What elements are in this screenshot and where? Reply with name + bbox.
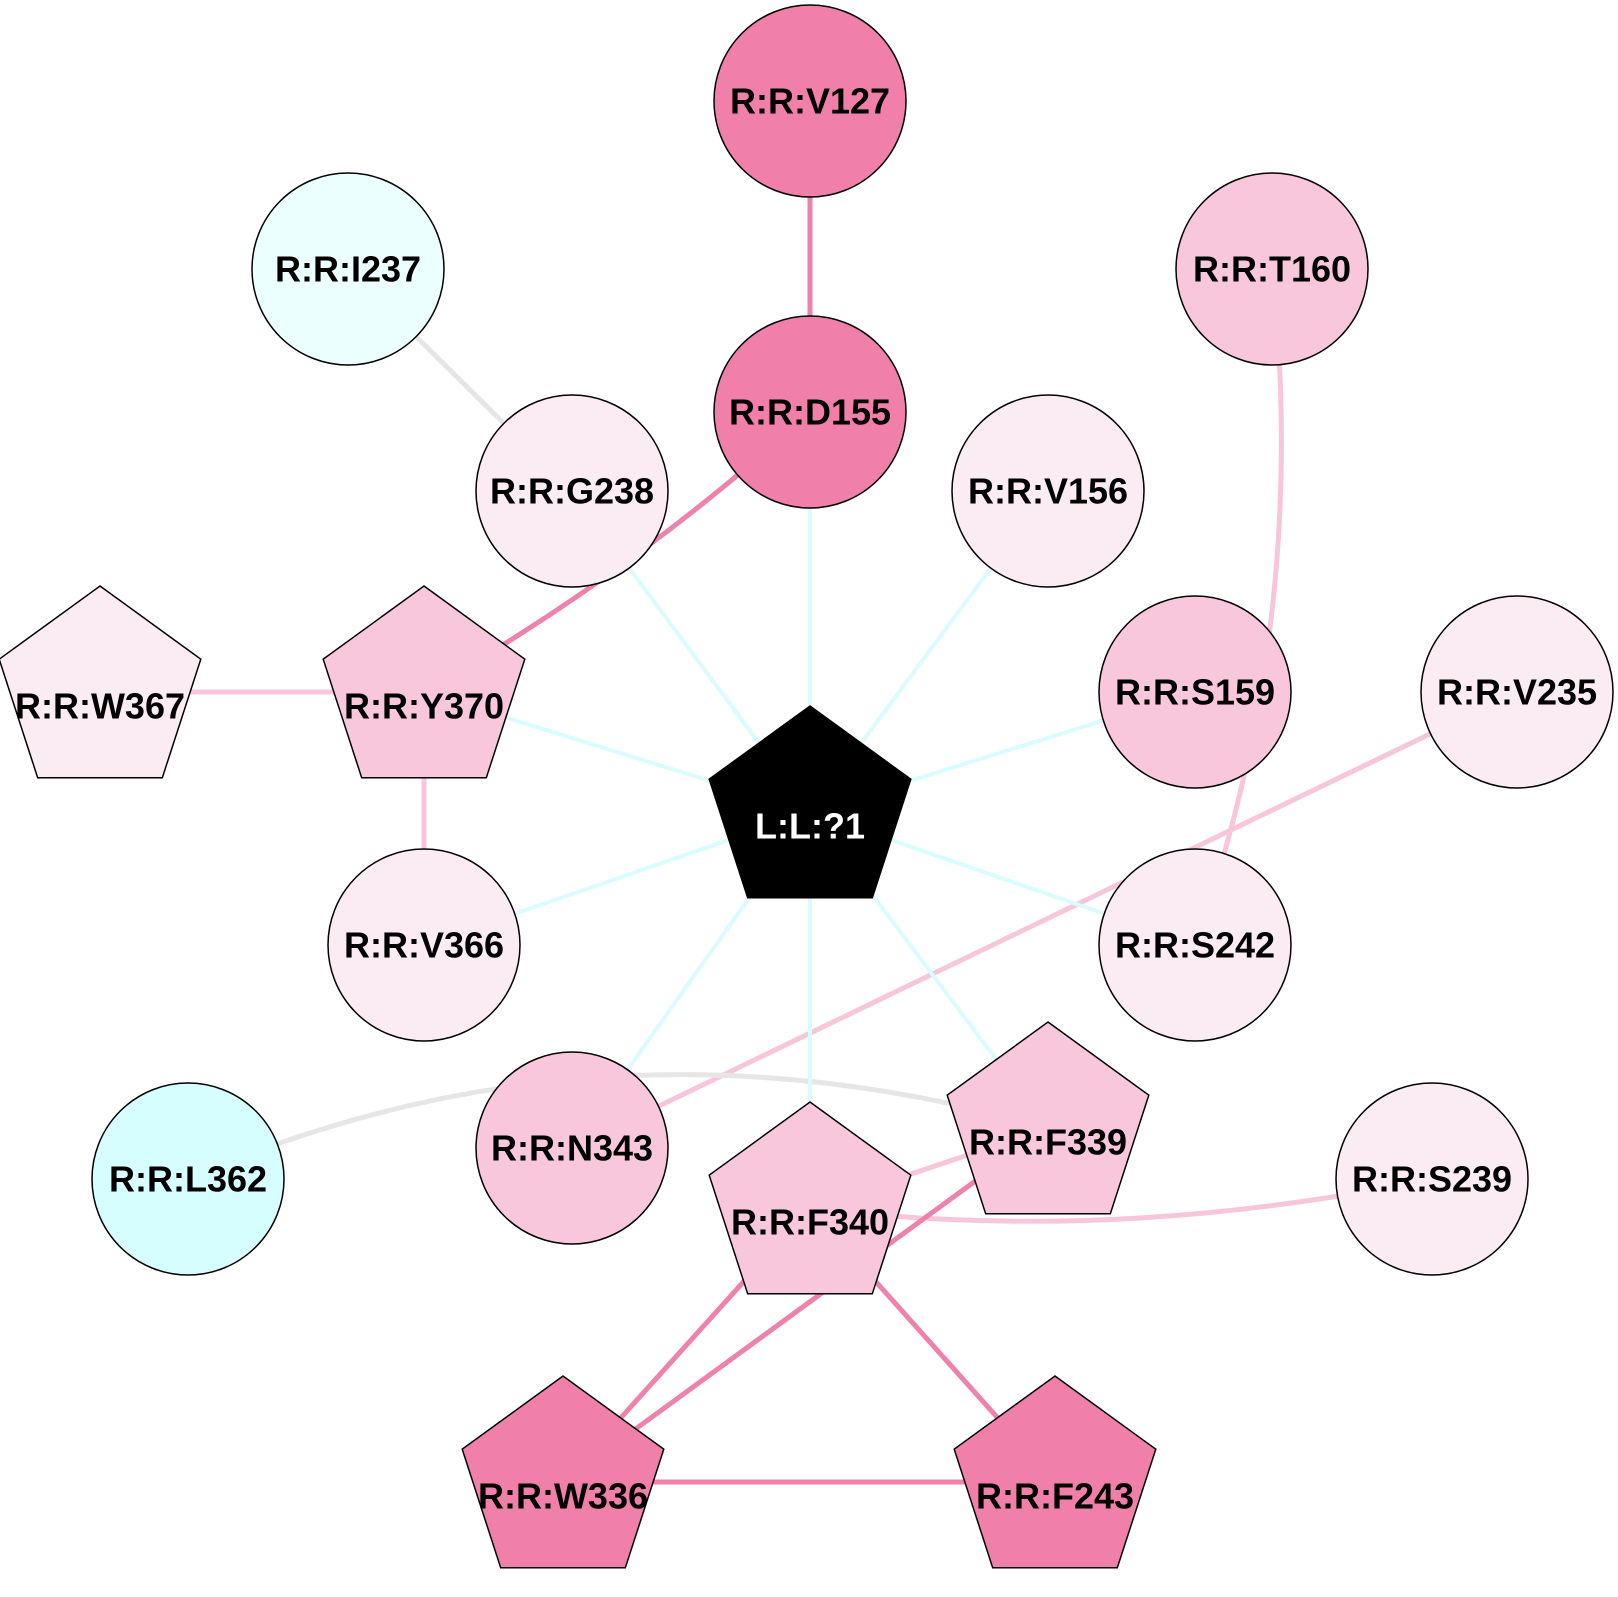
node-v127: R:R:V127	[713, 4, 907, 198]
node-pentagon-shape	[946, 1021, 1150, 1215]
node-f339: R:R:F339	[946, 1021, 1150, 1215]
node-circle-shape	[1098, 848, 1292, 1042]
node-label: R:R:N343	[491, 1128, 653, 1169]
node-pentagon-shape	[953, 1375, 1157, 1569]
edge-f339-w336	[561, 1125, 1050, 1485]
node-d155: R:R:D155	[713, 315, 907, 509]
node-circle-shape	[475, 394, 669, 588]
node-pentagon-shape	[322, 585, 526, 779]
node-circle-shape	[91, 1082, 285, 1276]
node-circle-shape	[475, 1051, 669, 1245]
node-label: R:R:V156	[968, 471, 1128, 512]
node-label: R:R:L362	[109, 1159, 267, 1200]
node-circle-shape	[713, 4, 907, 198]
node-v156: R:R:V156	[951, 394, 1145, 588]
node-circle-shape	[1335, 1082, 1529, 1276]
node-w367: R:R:W367	[0, 585, 202, 779]
node-label: R:R:S242	[1115, 925, 1275, 966]
node-t160: R:R:T160	[1175, 172, 1369, 366]
node-s239: R:R:S239	[1335, 1082, 1529, 1276]
node-s159: R:R:S159	[1098, 595, 1292, 789]
node-pentagon-shape	[708, 1101, 912, 1295]
node-w336: R:R:W336	[461, 1375, 665, 1569]
node-label: R:R:V235	[1437, 672, 1597, 713]
node-label: R:R:W336	[478, 1476, 648, 1517]
node-f243: R:R:F243	[953, 1375, 1157, 1569]
node-circle-shape	[713, 315, 907, 509]
node-circle-shape	[1175, 172, 1369, 366]
node-label: R:R:I237	[275, 249, 421, 290]
node-label: L:L:?1	[755, 806, 865, 847]
node-circle-shape	[951, 394, 1145, 588]
node-f340: R:R:F340	[708, 1101, 912, 1295]
node-s242: R:R:S242	[1098, 848, 1292, 1042]
node-v366: R:R:V366	[327, 848, 521, 1042]
node-n343: R:R:N343	[475, 1051, 669, 1245]
node-g238: R:R:G238	[475, 394, 669, 588]
node-label: R:R:Y370	[344, 686, 504, 727]
node-label: R:R:G238	[490, 471, 654, 512]
node-pentagon-shape	[0, 585, 202, 779]
node-pentagon-shape	[708, 705, 912, 899]
node-circle-shape	[1420, 595, 1614, 789]
node-label: R:R:F340	[731, 1202, 889, 1243]
node-i237: R:R:I237	[251, 172, 445, 366]
node-label: R:R:F339	[969, 1122, 1127, 1163]
node-label: R:R:F243	[976, 1476, 1134, 1517]
node-circle-shape	[327, 848, 521, 1042]
node-label: R:R:V127	[730, 81, 890, 122]
node-label: R:R:S159	[1115, 672, 1275, 713]
node-pentagon-shape	[461, 1375, 665, 1569]
node-v235: R:R:V235	[1420, 595, 1614, 789]
node-label: R:R:T160	[1193, 249, 1351, 290]
node-label: R:R:D155	[729, 392, 891, 433]
node-circle-shape	[251, 172, 445, 366]
node-l1: L:L:?1	[708, 705, 912, 899]
edge-v235-n343	[570, 689, 1519, 1151]
node-l362: R:R:L362	[91, 1082, 285, 1276]
node-label: R:R:W367	[15, 686, 185, 727]
node-label: R:R:S239	[1352, 1159, 1512, 1200]
node-circle-shape	[1098, 595, 1292, 789]
node-label: R:R:V366	[344, 925, 504, 966]
edge-t160-s242	[1192, 268, 1284, 946]
node-y370: R:R:Y370	[322, 585, 526, 779]
